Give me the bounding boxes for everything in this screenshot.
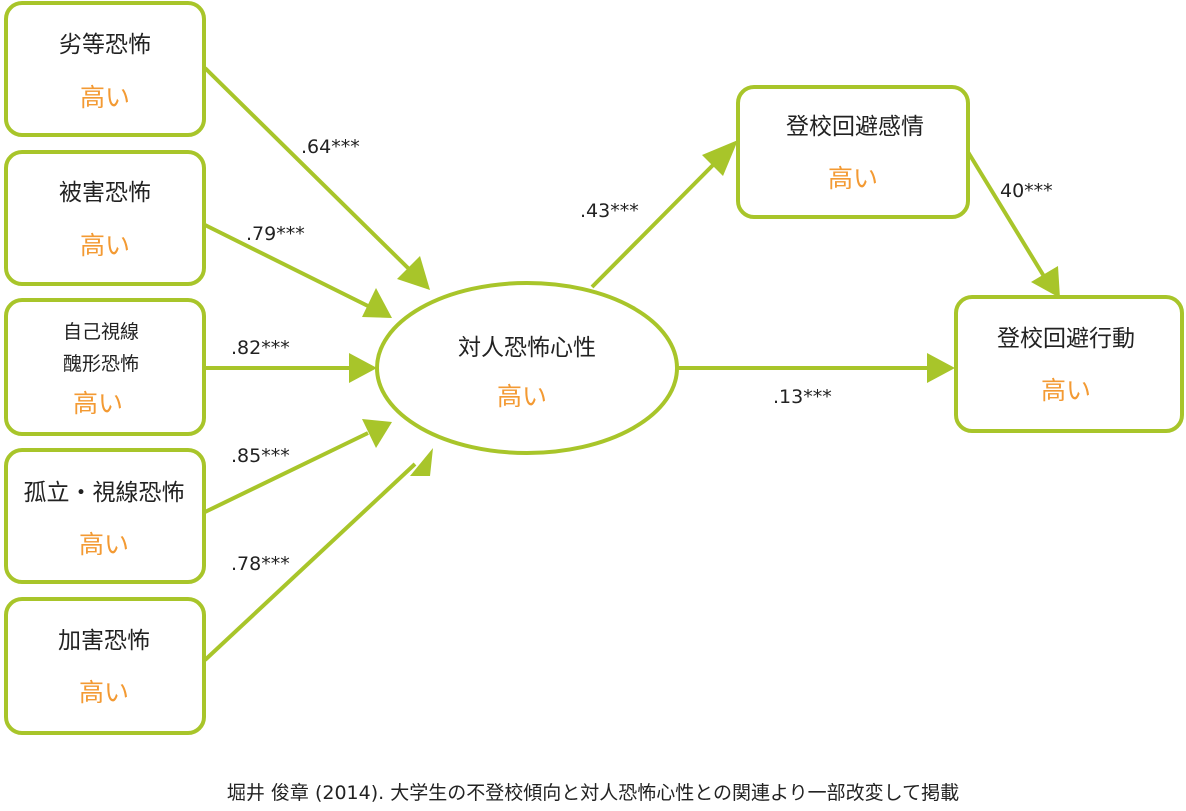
coef-label-center-to-emotion: .43***: [580, 200, 639, 222]
predictor-node-5: 加害恐怖 高い: [4, 597, 206, 735]
node-box: [4, 597, 206, 735]
arrow-emotion-to-behavior: [966, 150, 1047, 280]
source-note: 堀井 俊章 (2014). 大学生の不登校傾向と対人恐怖心性との関連より一部改変…: [226, 782, 960, 804]
center-ellipse: [375, 281, 679, 455]
node-box: [736, 85, 970, 219]
arrowhead-4: [362, 419, 392, 448]
coefficients: .64*** .79*** .82*** .85*** .78*** .43**…: [231, 136, 1053, 575]
arrows: [203, 66, 1047, 662]
arrow-1: [203, 66, 412, 272]
node-level: 高い: [1041, 376, 1091, 405]
coef-label-center-to-behavior: .13***: [773, 386, 832, 408]
center-node: 対人恐怖心性 高い: [375, 281, 679, 455]
coef-label-2: .79***: [246, 223, 305, 245]
node-title: 登校回避感情: [786, 114, 924, 140]
node-box: [4, 298, 206, 436]
node-box: [954, 295, 1184, 433]
emotion-node: 登校回避感情 高い: [736, 85, 970, 219]
node-title: 対人恐怖心性: [458, 335, 596, 361]
predictor-node-3: 自己視線 醜形恐怖 高い: [4, 298, 206, 436]
coef-label-emotion-to-behavior: 40***: [1000, 180, 1053, 202]
arrow-2: [204, 223, 371, 309]
node-level: 高い: [73, 389, 123, 418]
predictor-node-1: 劣等恐怖 高い: [4, 1, 206, 137]
node-title-line-1: 自己視線: [63, 321, 139, 343]
arrowhead-5: [410, 448, 433, 476]
node-title: 登校回避行動: [997, 326, 1135, 352]
node-title: 被害恐怖: [59, 180, 151, 206]
node-title: 劣等恐怖: [59, 32, 151, 58]
coef-label-4: .85***: [231, 445, 290, 467]
node-level: 高い: [80, 83, 130, 112]
node-level: 高い: [497, 382, 547, 411]
node-level: 高い: [79, 678, 129, 707]
arrowhead-3: [349, 353, 377, 383]
node-box: [4, 150, 206, 286]
predictor-node-2: 被害恐怖 高い: [4, 150, 206, 286]
node-box: [4, 1, 206, 137]
node-title-line-2: 醜形恐怖: [63, 353, 139, 375]
node-level: 高い: [79, 530, 129, 559]
arrowhead-emotion-to-behavior: [1031, 266, 1060, 298]
node-box: [4, 448, 206, 584]
node-level: 高い: [828, 164, 878, 193]
arrow-5: [203, 462, 417, 662]
coef-label-3: .82***: [231, 337, 290, 359]
node-level: 高い: [80, 231, 130, 260]
arrowhead-center-to-behavior: [927, 353, 955, 383]
arrowhead-1: [397, 256, 430, 290]
arrow-center-to-emotion: [590, 158, 720, 289]
node-title: 孤立・視線恐怖: [24, 480, 185, 506]
predictor-node-4: 孤立・視線恐怖 高い: [4, 448, 206, 584]
arrowhead-center-to-emotion: [702, 140, 738, 176]
behavior-node: 登校回避行動 高い: [954, 295, 1184, 433]
arrowheads: [349, 140, 1060, 476]
coef-label-1: .64***: [301, 136, 360, 158]
node-title: 加害恐怖: [58, 628, 150, 654]
coef-label-5: .78***: [231, 553, 290, 575]
arrowhead-2: [362, 288, 392, 318]
arrow-4: [204, 431, 369, 514]
